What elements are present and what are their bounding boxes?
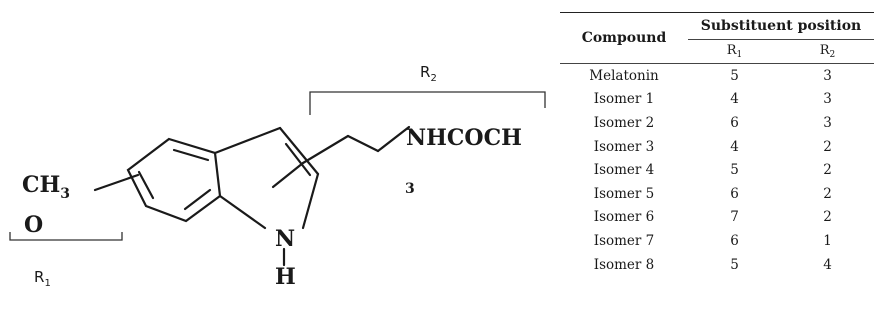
table-row: Isomer 3 4 2	[560, 135, 874, 159]
r1-column-header: R1	[688, 39, 781, 64]
r2-cell: 2	[823, 138, 832, 155]
r2-cell: 2	[823, 209, 832, 226]
table-row: Isomer 2 6 3	[560, 111, 874, 135]
r2-bracket	[309, 91, 546, 115]
compound-cell: Isomer 3	[593, 138, 655, 155]
hydrogen-label: H	[275, 264, 296, 290]
table-row: Isomer 5 6 2	[560, 182, 874, 206]
r1-cell: 5	[730, 256, 739, 273]
substituent-table: Compound Substituent position R1 R2 Mela…	[560, 11, 874, 277]
r2-cell: 3	[823, 67, 832, 84]
compound-cell: Isomer 6	[593, 209, 655, 226]
r1-cell: 5	[730, 67, 739, 84]
table-row: Isomer 7 6 1	[560, 229, 874, 253]
r2-cell: 3	[823, 91, 832, 108]
compound-cell: Isomer 8	[593, 256, 655, 273]
ethyl-side-chain	[301, 125, 411, 165]
substituent-position-header: Substituent position	[688, 11, 874, 41]
r2-cell: 4	[823, 256, 832, 273]
table-row: Isomer 8 5 4	[560, 253, 874, 277]
nitrogen-label: N	[275, 226, 295, 252]
table-row: Isomer 6 7 2	[560, 206, 874, 230]
r1-label: R1	[34, 268, 51, 289]
nhcoch-label: NHCOCH	[406, 125, 522, 151]
pyrrole-ring	[213, 126, 320, 230]
benzene-ring	[126, 137, 222, 223]
compound-cell: Isomer 2	[593, 114, 655, 131]
table-row: Melatonin 5 3	[560, 64, 874, 88]
compound-cell: Melatonin	[589, 67, 659, 84]
r1-cell: 4	[730, 138, 739, 155]
r2-cell: 3	[823, 114, 832, 131]
r1-cell: 6	[730, 232, 739, 249]
table-row: Isomer 1 4 3	[560, 88, 874, 112]
r1-bracket	[9, 232, 123, 241]
r2-column-header: R2	[780, 39, 874, 64]
r1-cell: 6	[730, 114, 739, 131]
compound-cell: Isomer 5	[593, 185, 655, 202]
r1-cell: 7	[730, 209, 739, 226]
melatonin-structure-diagram: R2 R1 NHCOCH 3 CH3 O N H	[9, 63, 546, 290]
nhcoch-subscript: 3	[405, 181, 415, 197]
ch3-label: CH3	[22, 172, 70, 202]
r2-cell: 2	[823, 162, 832, 179]
r1-attachment-bond	[93, 173, 140, 192]
r1-cell: 5	[730, 162, 739, 179]
r2-cell: 1	[823, 232, 832, 249]
compound-cell: Isomer 7	[593, 232, 655, 249]
compound-header: Compound	[560, 12, 688, 64]
compound-cell: Isomer 1	[593, 91, 655, 108]
r2-attachment-bond	[271, 161, 305, 189]
r2-cell: 2	[823, 185, 832, 202]
r1-cell: 6	[730, 185, 739, 202]
table-row: Isomer 4 5 2	[560, 158, 874, 182]
oxygen-label: O	[24, 212, 43, 238]
compound-cell: Isomer 4	[593, 162, 655, 179]
r2-label: R2	[420, 63, 437, 84]
r1-cell: 4	[730, 91, 739, 108]
